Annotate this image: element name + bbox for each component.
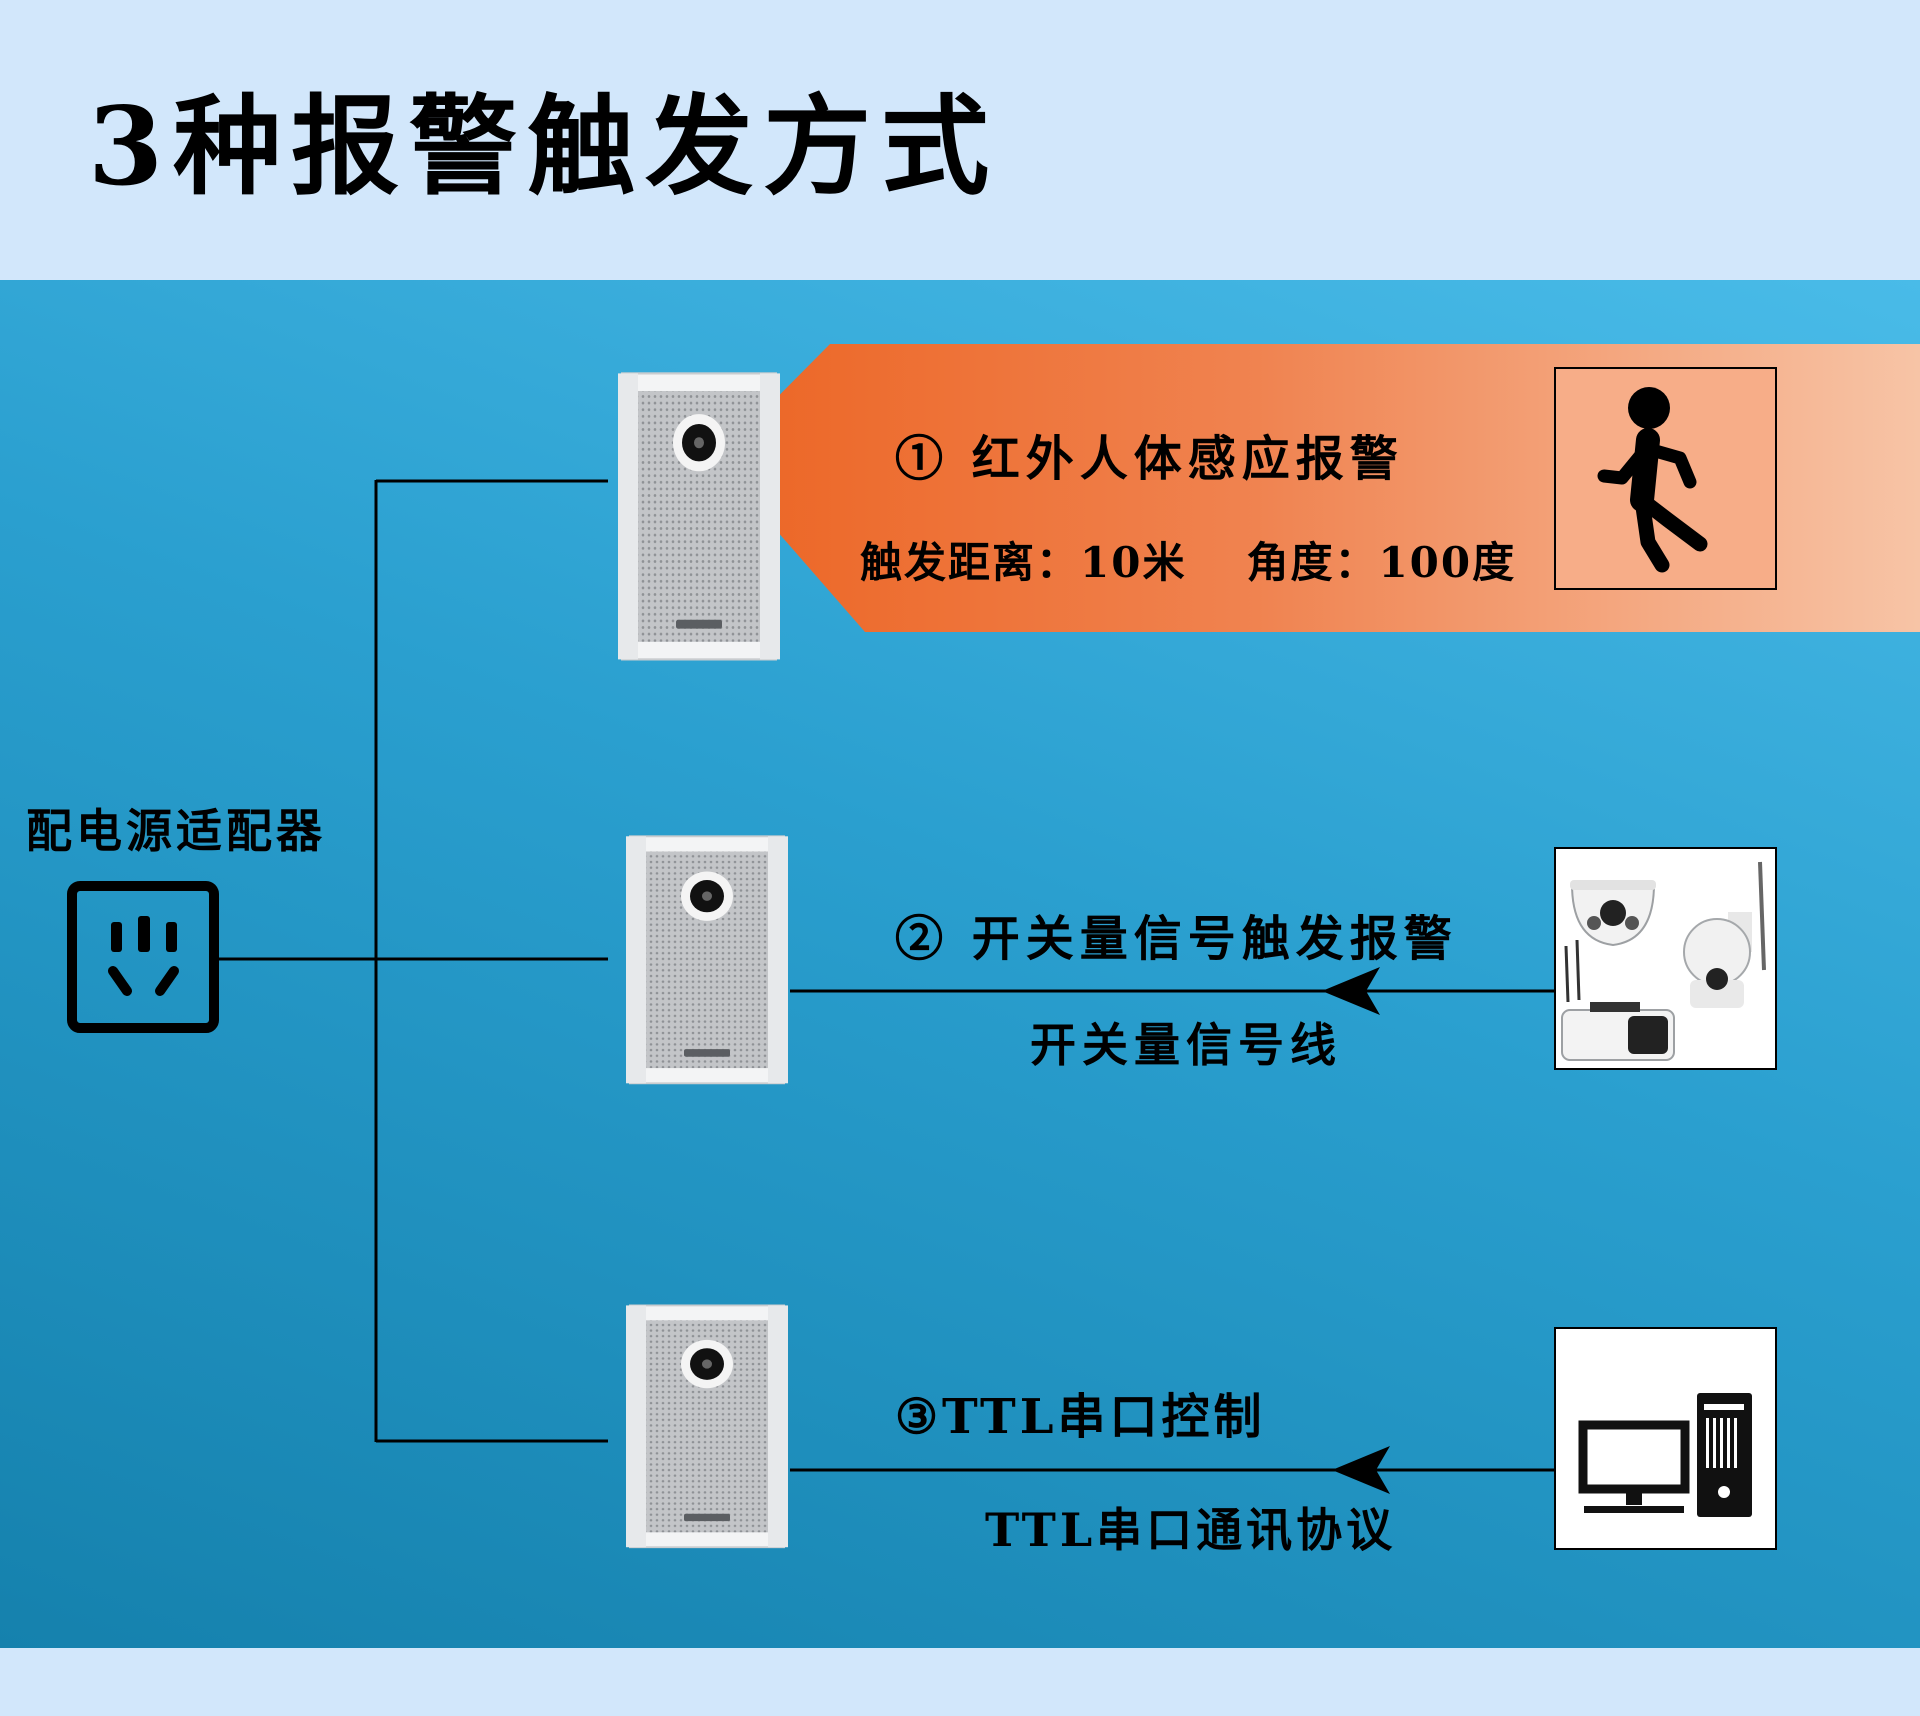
- trigger-distance-label: 触发距离：10米: [860, 538, 1187, 587]
- pir-alarm-title: ① 红外人体感应报警: [895, 431, 1404, 487]
- pir-specs: 触发距离：10米角度：100度: [860, 542, 1516, 584]
- detection-angle-label: 角度：100度: [1246, 538, 1517, 587]
- switch-signal-alarm-title: ② 开关量信号触发报警: [895, 911, 1458, 967]
- speaker-icon: [625, 1304, 789, 1549]
- ttl-serial-control-title: ③TTL串口控制: [895, 1389, 1266, 1445]
- diagram-panel: 配电源适配器 ① 红外人体感应报警 触发距离：10米角度：100度 ② 开关量信…: [0, 280, 1920, 1648]
- switch-signal-line: [790, 967, 1555, 1015]
- ttl-protocol-label: TTL串口通讯协议: [985, 1503, 1397, 1557]
- ttl-signal-line: [790, 1446, 1555, 1494]
- page-title: 3种报警触发方式: [88, 84, 1000, 210]
- wiring-diagram: [67, 344, 1920, 1550]
- power-adapter-label: 配电源适配器: [26, 804, 326, 858]
- computer-icon: [1554, 1327, 1777, 1550]
- switch-signal-line-label: 开关量信号线: [1030, 1018, 1342, 1072]
- speaker-icon: [616, 372, 782, 661]
- security-cameras-icon: [1554, 847, 1777, 1070]
- power-socket-icon: [67, 881, 219, 1033]
- speaker-icon: [625, 835, 789, 1085]
- power-wiring: [218, 479, 608, 1443]
- running-person-icon: [1554, 367, 1777, 590]
